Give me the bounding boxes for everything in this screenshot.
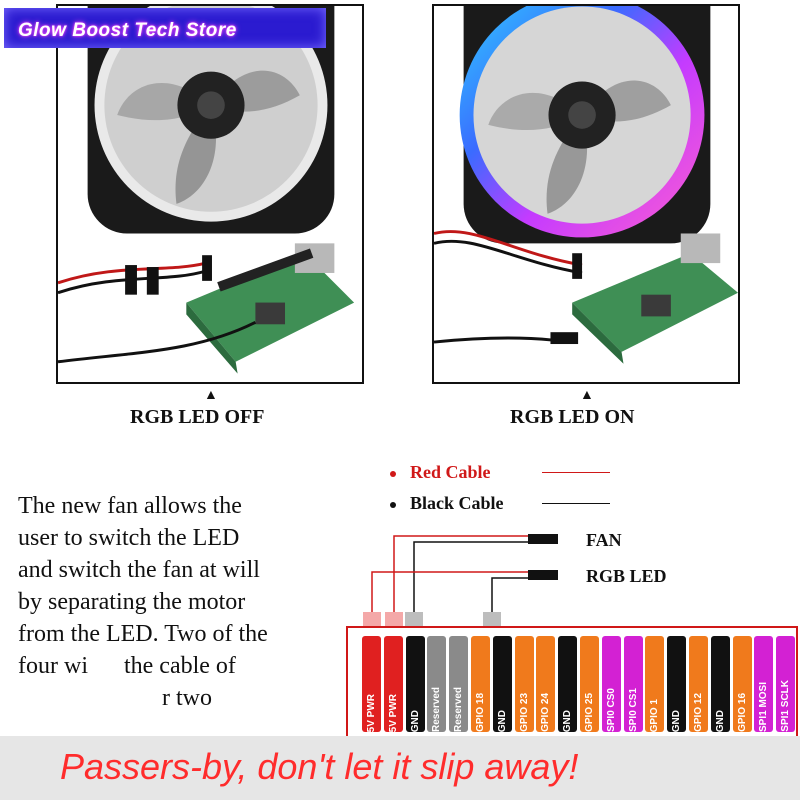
gpio-pin-label: Reserved (453, 686, 465, 732)
caption-rgb-led-off: RGB LED OFF (130, 406, 265, 428)
description-line: user to switch the LED (18, 525, 240, 551)
gpio-pin: GPIO 12 (689, 636, 708, 732)
legend-red-line (542, 472, 610, 473)
gpio-pin: GND (710, 636, 730, 732)
gpio-pin: SPI1 MOSI (754, 636, 774, 732)
gpio-pin-label: GPIO 1 (649, 698, 661, 732)
caption-rgb-led-on: RGB LED ON (510, 406, 635, 428)
gpio-pin-label: GPIO 24 (540, 693, 552, 732)
gpio-pin-label: GND (496, 709, 508, 732)
rgb-led-label: RGB LED (586, 566, 667, 586)
slogan-bar: Passers-by, don't let it slip away! (0, 736, 800, 800)
fan-off-illustration (58, 6, 355, 374)
gpio-pin-label: SPI0 CS1 (627, 688, 639, 732)
gpio-pin-header: 5V PWR 5V PWR GND Reserved Reserved GPIO 18 GN… (346, 626, 798, 738)
gpio-pin: 5V PWR (383, 636, 403, 732)
gpio-pin: GPIO 23 (514, 636, 534, 732)
store-banner: Glow Boost Tech Store (4, 8, 326, 48)
arrow-up-icon: ▲ (580, 388, 594, 403)
gpio-pin: 5V PWR (362, 636, 381, 732)
description-line: The new fan allows the (18, 493, 242, 519)
fan-black-wire (413, 541, 528, 632)
gpio-pin-label: GPIO 12 (693, 693, 704, 732)
gpio-pin-label: GPIO 18 (475, 693, 486, 732)
gpio-pin-label: GPIO 25 (584, 693, 595, 732)
description-line: from the LED. Two of the (18, 621, 268, 647)
gpio-pin-label: 5V PWR (387, 693, 399, 732)
gpio-pin-label: GPIO 16 (736, 693, 748, 732)
description-line: and switch the fan at will (18, 557, 260, 583)
gpio-pin-label: SPI1 MOSI (758, 681, 770, 732)
gpio-pin-label: 5V PWR (366, 693, 377, 732)
gpio-pin: SPI0 CS0 (601, 636, 621, 732)
rgb-led-connector (528, 570, 558, 580)
gpio-pin: GND (492, 636, 512, 732)
fan-on-illustration (434, 6, 738, 364)
legend-red-cable: Red Cable (390, 462, 491, 483)
gpio-pin-label: GND (714, 709, 726, 732)
gpio-pin: GPIO 25 (580, 636, 599, 732)
gpio-pin-label: GND (562, 709, 574, 732)
legend-black-line (542, 503, 610, 504)
black-dot-icon (390, 501, 396, 508)
gpio-pin: SPI1 SCLK (776, 636, 796, 732)
gpio-pin: GPIO 18 (471, 636, 490, 732)
gpio-pin: GND (558, 636, 578, 732)
legend-red-label: Red Cable (410, 462, 491, 482)
description-line: by separating the motor (18, 589, 246, 615)
store-name: Glow Boost Tech Store (18, 20, 237, 41)
legend-black-label: Black Cable (410, 493, 504, 513)
red-dot-icon (390, 470, 396, 477)
gpio-pin-label: GPIO 23 (518, 693, 530, 732)
slogan-text: Passers-by, don't let it slip away! (60, 746, 579, 787)
fan-label: FAN (586, 530, 622, 550)
description-line: four wi the cable of (18, 653, 236, 679)
gpio-pin-label: GND (671, 709, 683, 732)
photo-rgb-led-off (56, 4, 364, 384)
gpio-pin-label: GND (409, 709, 421, 732)
description: The new fan allows the user to switch th… (18, 490, 338, 714)
gpio-pin: Reserved (449, 636, 469, 732)
gpio-pin-label: Reserved (431, 686, 443, 732)
fan-connector (528, 534, 558, 544)
arrow-up-icon: ▲ (204, 388, 218, 403)
gpio-pin: SPI0 CS1 (623, 636, 643, 732)
gpio-pin: GND (667, 636, 687, 732)
gpio-pin-label: SPI1 SCLK (780, 680, 792, 732)
gpio-pin: GPIO 24 (536, 636, 556, 732)
photo-rgb-led-on (432, 4, 740, 384)
gpio-pin: GPIO 1 (645, 636, 665, 732)
description-line: r two (18, 685, 212, 711)
fan-red-wire (393, 535, 528, 632)
gpio-pin: GPIO 16 (732, 636, 752, 732)
gpio-pin-label: SPI0 CS0 (605, 688, 617, 732)
rgb-black-wire (491, 577, 528, 632)
rgb-red-wire (371, 571, 528, 632)
gpio-pin: GND (405, 636, 425, 732)
gpio-pin: Reserved (427, 636, 447, 732)
legend-black-cable: Black Cable (390, 493, 504, 514)
